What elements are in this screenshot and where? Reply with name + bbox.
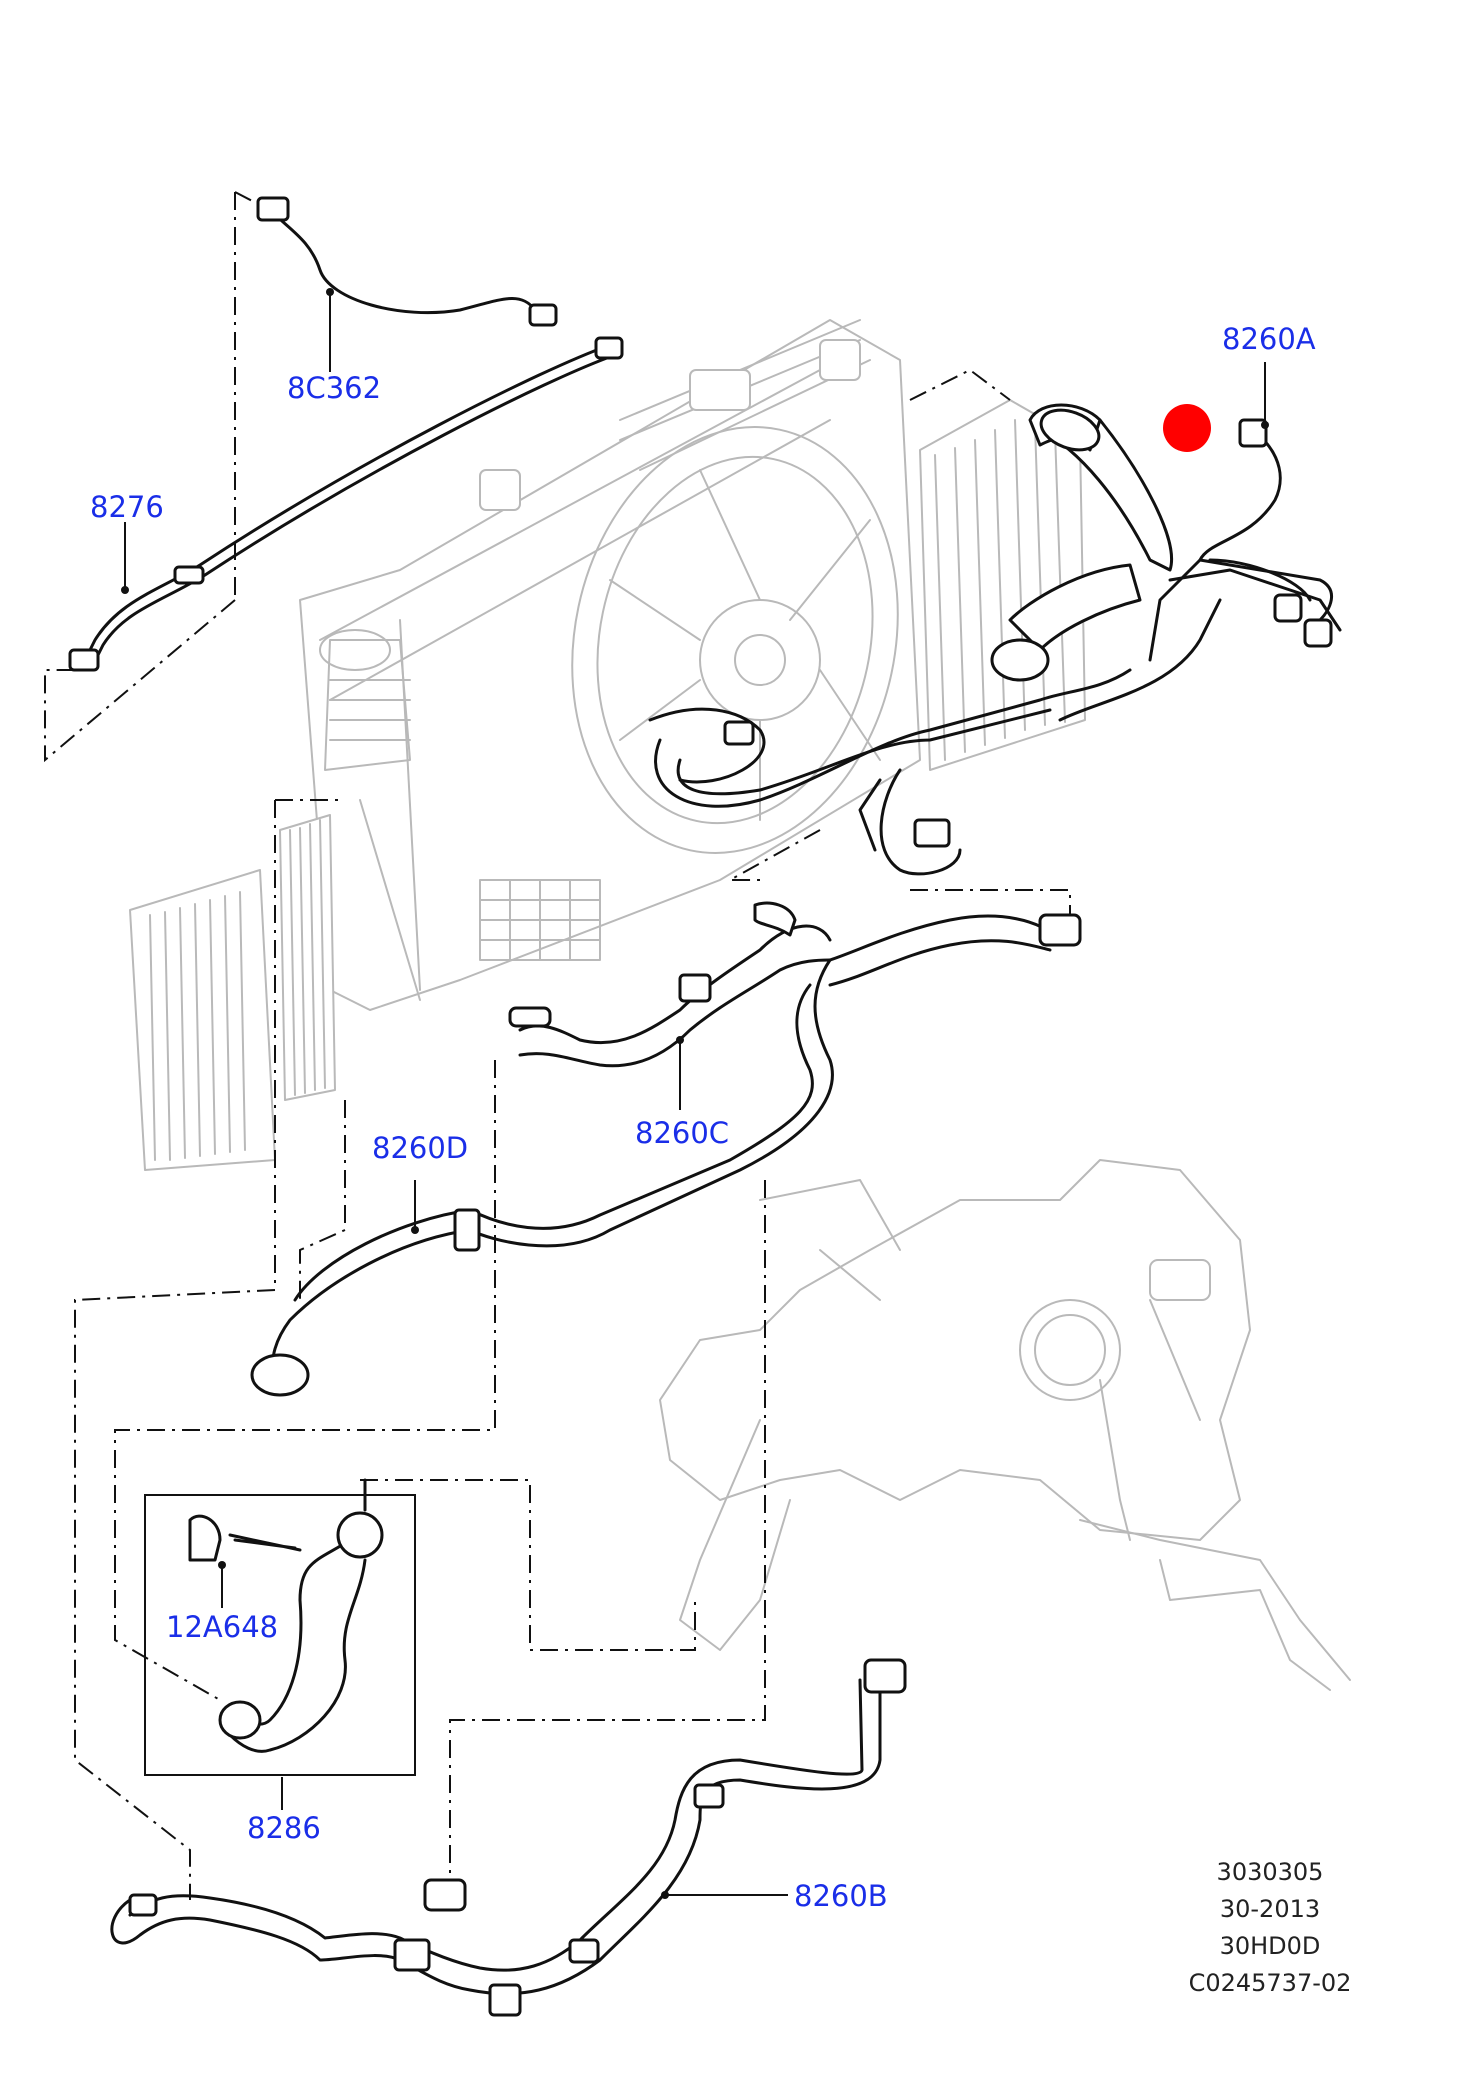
label-8260C[interactable]: 8260C — [635, 1116, 729, 1150]
leader-lines — [121, 288, 1269, 1899]
reference-block: 3030305 30-2013 30HD0D C0245737-02 — [1189, 1858, 1352, 1997]
reference-line-2: 30-2013 — [1220, 1895, 1320, 1923]
hose-8260D — [250, 913, 1082, 1397]
hose-8260A — [648, 403, 1342, 876]
pipe-8276 — [68, 336, 624, 672]
assembly-lines — [44, 191, 1071, 1900]
right-condenser-ghost — [919, 399, 1086, 771]
label-8286[interactable]: 8286 — [247, 1811, 321, 1845]
reference-line-3: 30HD0D — [1220, 1932, 1321, 1960]
hose-8286 — [144, 1478, 416, 1776]
label-8C362[interactable]: 8C362 — [287, 371, 381, 405]
reference-line-4: C0245737-02 — [1189, 1969, 1352, 1997]
hose-8260C — [508, 901, 832, 1068]
reference-line-1: 3030305 — [1217, 1858, 1324, 1886]
harness-8C362 — [256, 196, 558, 327]
left-intercooler-ghost — [129, 814, 336, 1171]
label-8260A[interactable]: 8260A — [1222, 322, 1316, 356]
red-marker-dot — [1163, 404, 1211, 452]
label-8260D[interactable]: 8260D — [372, 1131, 468, 1165]
hose-8260B — [110, 1658, 907, 2017]
label-8276[interactable]: 8276 — [90, 490, 164, 524]
radiator-assembly-ghost — [299, 319, 921, 1011]
label-8260B[interactable]: 8260B — [794, 1879, 888, 1913]
detail-box — [144, 1494, 416, 1776]
label-12A648[interactable]: 12A648 — [166, 1610, 278, 1644]
engine-block-ghost — [659, 1159, 1351, 1691]
